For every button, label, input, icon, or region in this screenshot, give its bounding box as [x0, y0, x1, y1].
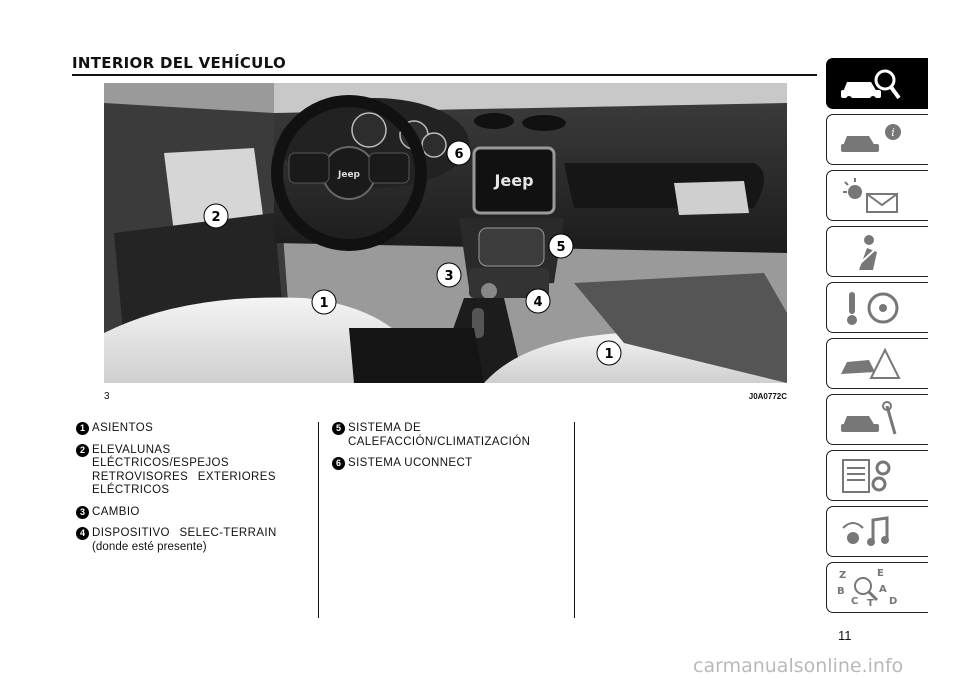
svg-text:Jeep: Jeep	[337, 170, 361, 180]
title-rule	[72, 74, 817, 76]
callout-1-right	[596, 340, 622, 366]
legend-text: CALEFACCIÓN/CLIMATIZACIÓN	[348, 435, 531, 448]
svg-text:A: A	[879, 584, 887, 595]
legend-note: (donde esté presente)	[92, 540, 207, 553]
section-title: INTERIOR DEL VEHÍCULO	[72, 54, 286, 72]
legend-item: 4 DISPOSITIVO SELEC-TERRAIN (donde esté …	[76, 527, 304, 554]
callout-2	[203, 203, 229, 229]
car-info-icon: i	[841, 124, 901, 152]
specifications-icon	[842, 459, 891, 493]
callout-1-left	[311, 289, 337, 315]
legend-item: 3 CAMBIO	[76, 505, 304, 520]
legend-item: 5 SISTEMA DE CALEFACCIÓN/CLIMATIZACIÓN	[332, 422, 560, 449]
callout-2-label: 2	[211, 210, 220, 225]
legend-text: ELEVALUNAS	[92, 443, 171, 456]
jeep-badge: Jeep	[493, 171, 533, 190]
tab-emergency[interactable]	[826, 338, 928, 389]
legend-item: 2 ELEVALUNAS ELÉCTRICOS/ESPEJOS RETROVIS…	[76, 443, 304, 498]
legend-text: ELÉCTRICOS/ESPEJOS	[92, 457, 229, 469]
interior-photo: Jeep Jeep 6 2 5 3 1	[104, 83, 787, 383]
callout-1-right-label: 1	[604, 347, 613, 362]
svg-text:D: D	[889, 596, 897, 607]
legend-item: 1 ASIENTOS	[76, 422, 304, 436]
airbag-safety-icon	[854, 235, 882, 270]
tab-starting-driving[interactable]	[826, 282, 928, 333]
figure-code: J0A0772C	[748, 392, 787, 401]
legend-left: 1 ASIENTOS 2 ELEVALUNAS ELÉCTRICOS/ESPEJ…	[76, 422, 304, 562]
svg-text:i: i	[891, 126, 895, 139]
svg-text:E: E	[877, 568, 884, 579]
car-service-icon	[841, 401, 897, 435]
tab-info[interactable]: i	[826, 114, 928, 165]
svg-text:B: B	[837, 586, 845, 597]
legend-number: 3	[76, 505, 89, 519]
svg-text:Z: Z	[839, 570, 846, 581]
legend-item: 6 SISTEMA UCONNECT	[332, 457, 560, 471]
legend-number: 4	[76, 527, 89, 540]
car-emergency-icon	[841, 347, 901, 379]
legend-text: ELÉCTRICOS	[92, 484, 170, 496]
legend-number: 1	[76, 422, 89, 435]
car-search-icon	[841, 69, 901, 102]
callout-3	[436, 262, 462, 288]
callout-3-label: 3	[444, 269, 453, 284]
tab-safety[interactable]	[826, 226, 928, 277]
callout-5	[548, 233, 574, 259]
callout-4	[525, 288, 551, 314]
page-number: 11	[838, 628, 852, 643]
legend-number: 6	[332, 457, 345, 470]
callout-4-label: 4	[533, 295, 542, 310]
callout-6	[446, 140, 472, 166]
legend-text: RETROVISORES EXTERIORES	[92, 470, 276, 483]
tab-servicing[interactable]	[826, 394, 928, 445]
tab-specifications[interactable]	[826, 450, 928, 501]
legend-number: 5	[332, 422, 345, 435]
svg-text:C: C	[851, 596, 858, 607]
legend-text: DISPOSITIVO SELEC-TERRAIN	[92, 527, 277, 539]
legend-text: SISTEMA UCONNECT	[348, 457, 473, 469]
warning-lights-icon	[843, 178, 898, 213]
figure-number: 3	[104, 391, 110, 402]
legend-number: 2	[76, 443, 89, 457]
svg-text:T: T	[867, 598, 874, 609]
tab-multimedia[interactable]	[826, 506, 928, 557]
legend-right: 5 SISTEMA DE CALEFACCIÓN/CLIMATIZACIÓN 6…	[332, 422, 560, 479]
tab-vehicle-knowledge[interactable]	[826, 58, 928, 109]
column-divider	[574, 422, 575, 618]
legend-text: CAMBIO	[92, 505, 140, 518]
column-divider	[318, 422, 319, 618]
callout-5-label: 5	[556, 240, 565, 255]
callout-1-left-label: 1	[319, 296, 328, 311]
tab-warning-lights[interactable]	[826, 170, 928, 221]
watermark: carmanualsonline.info	[693, 655, 904, 677]
multimedia-icon	[842, 516, 889, 546]
legend-text: SISTEMA DE	[348, 422, 422, 434]
legend-text: ASIENTOS	[92, 422, 154, 434]
steering-key-icon	[847, 292, 899, 325]
callout-6-label: 6	[454, 147, 463, 162]
